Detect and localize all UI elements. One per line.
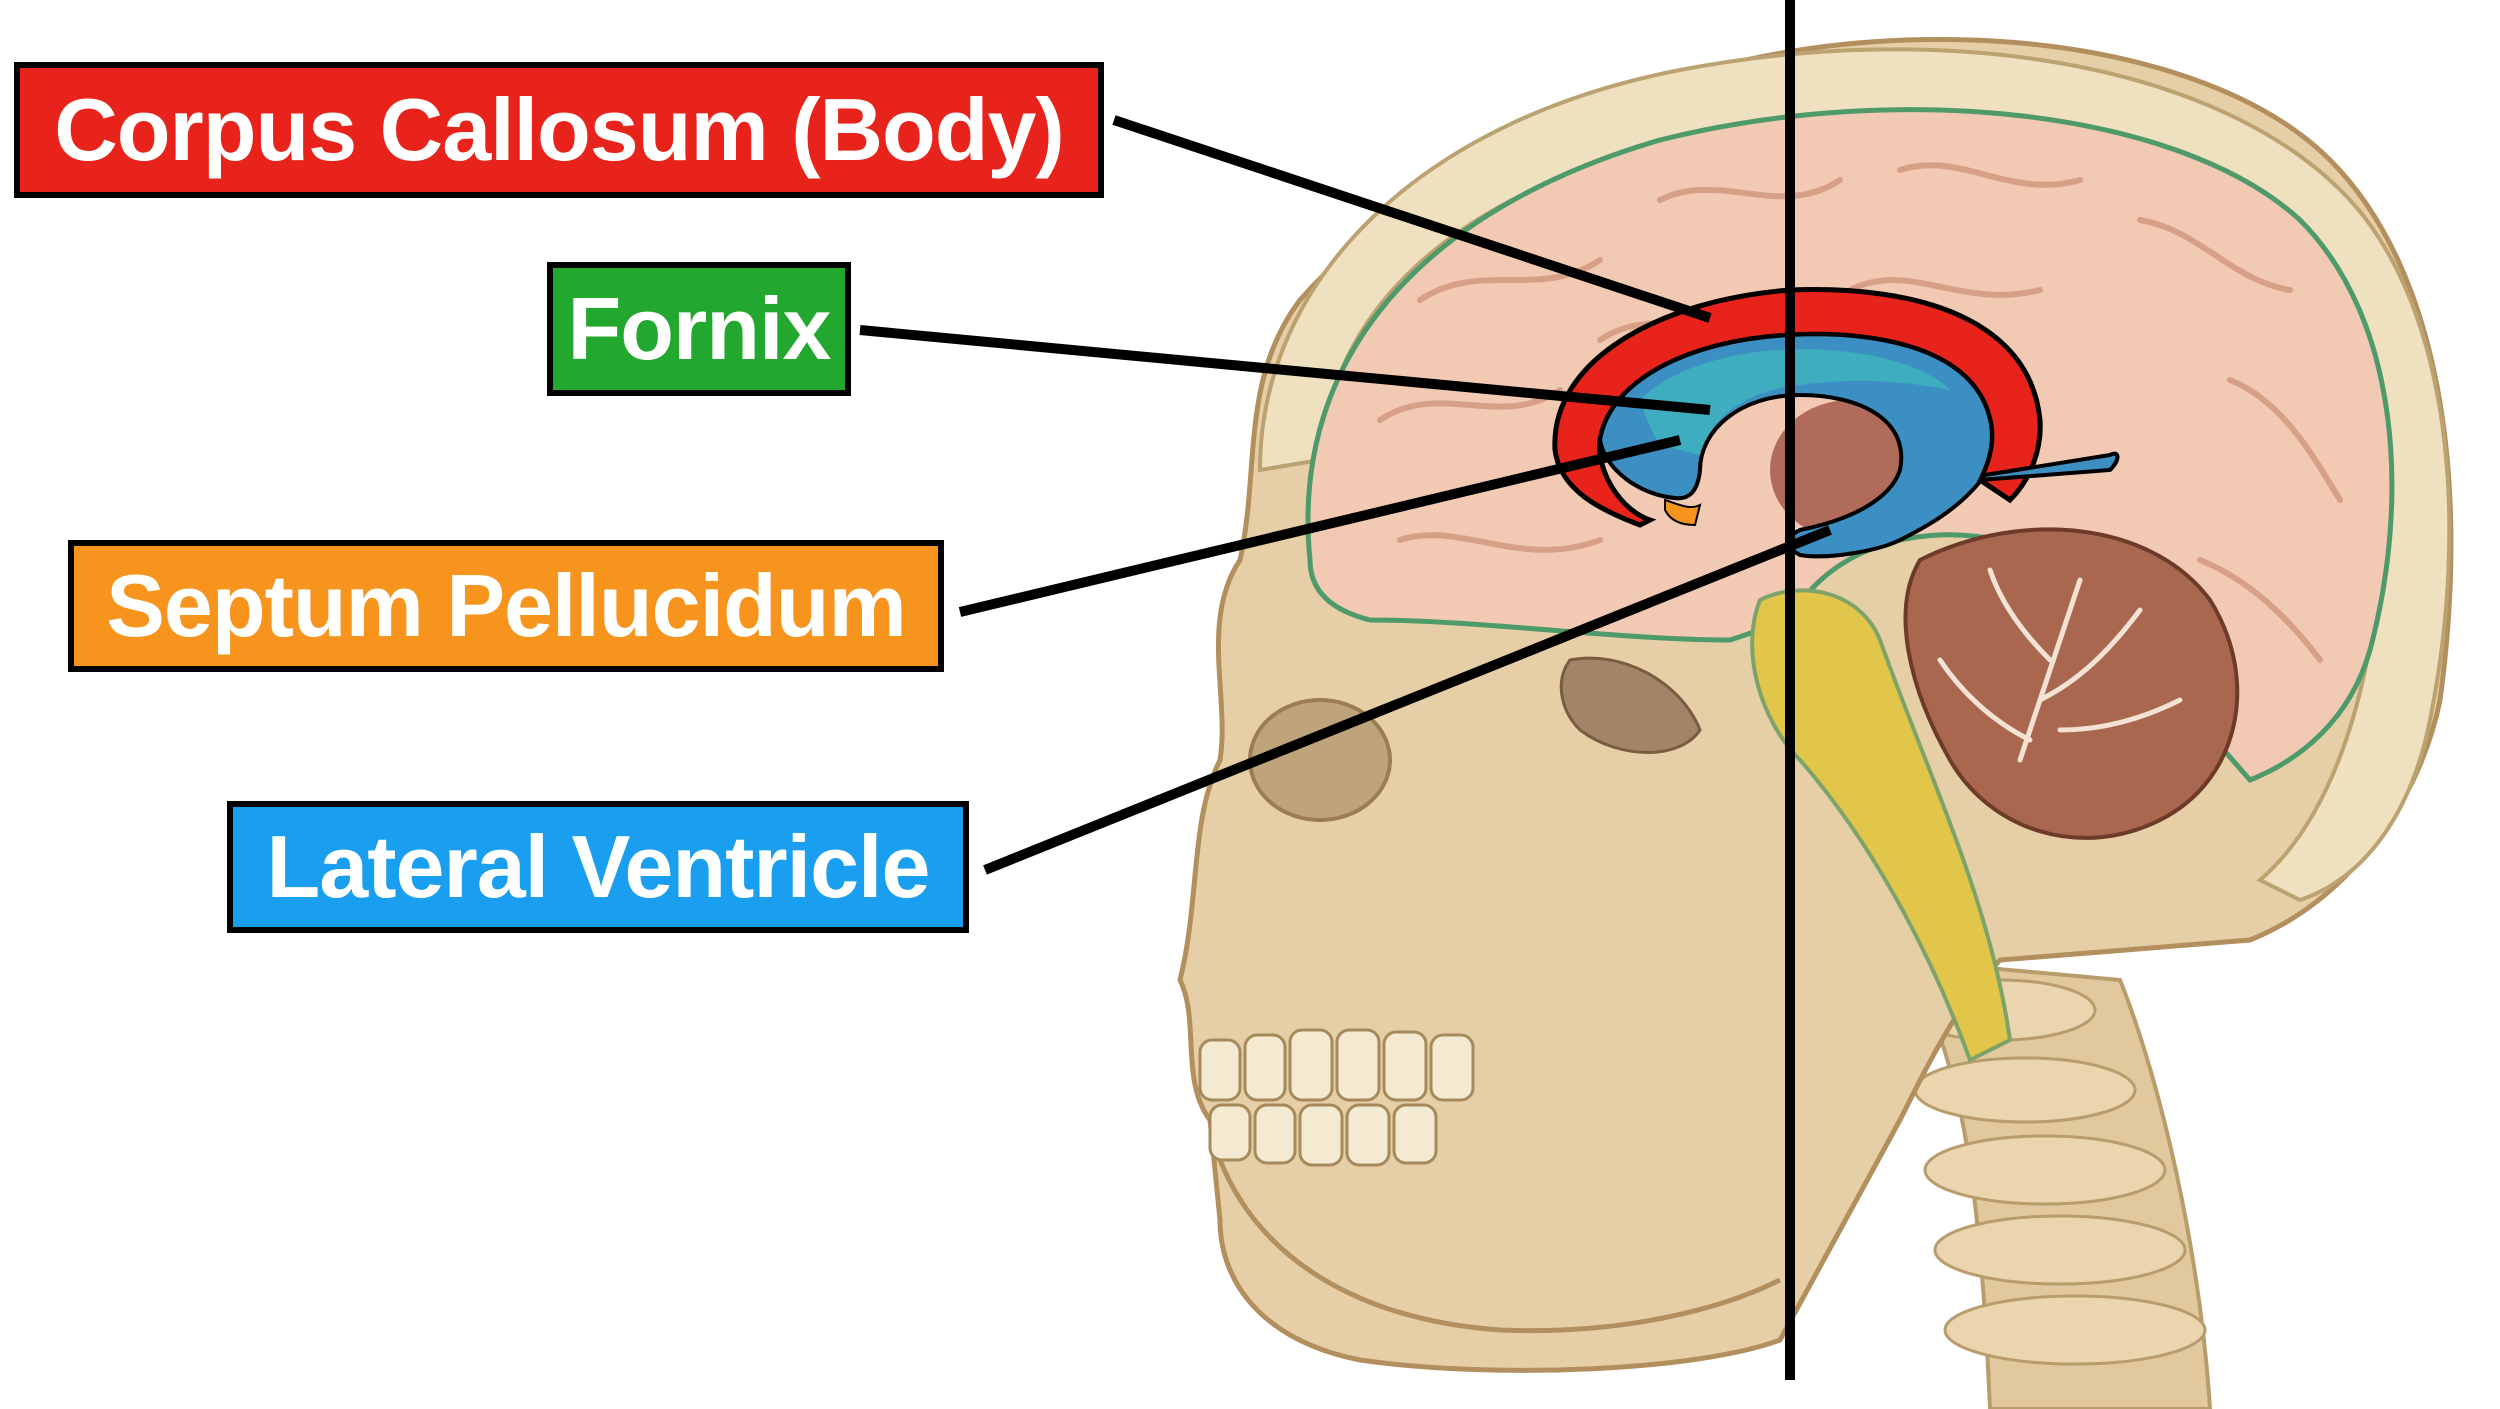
brainstem bbox=[1750, 588, 2013, 1063]
cervical-spine bbox=[1895, 957, 2213, 1409]
teeth bbox=[1198, 1028, 1475, 1167]
nasal-cavity bbox=[1559, 656, 1702, 754]
fornix-shape bbox=[1640, 349, 1950, 455]
septum-pellucidum-shape bbox=[1664, 498, 1702, 527]
septum-pellucidum-label: Septum Pellucidum bbox=[68, 540, 944, 672]
lateral-ventricle-label-text: Lateral Ventricle bbox=[266, 817, 931, 916]
septum-pellucidum-pointer bbox=[958, 435, 1682, 617]
lateral-ventricle-pointer bbox=[983, 525, 1832, 875]
brain-gyri bbox=[1377, 162, 2343, 663]
fornix-pointer bbox=[859, 325, 1711, 415]
septum-pellucidum-label-text: Septum Pellucidum bbox=[106, 556, 907, 655]
corpus-callosum-label: Corpus Callosum (Body) bbox=[14, 62, 1104, 198]
mandible bbox=[1217, 1159, 1782, 1334]
corpus-callosum-label-text: Corpus Callosum (Body) bbox=[54, 80, 1065, 179]
arbor-vitae bbox=[1937, 567, 2183, 763]
lateral-ventricle-label: Lateral Ventricle bbox=[227, 801, 969, 933]
fornix-label: Fornix bbox=[547, 262, 851, 396]
fornix-label-text: Fornix bbox=[567, 279, 832, 378]
corpus-callosum-pointer bbox=[1112, 115, 1712, 323]
